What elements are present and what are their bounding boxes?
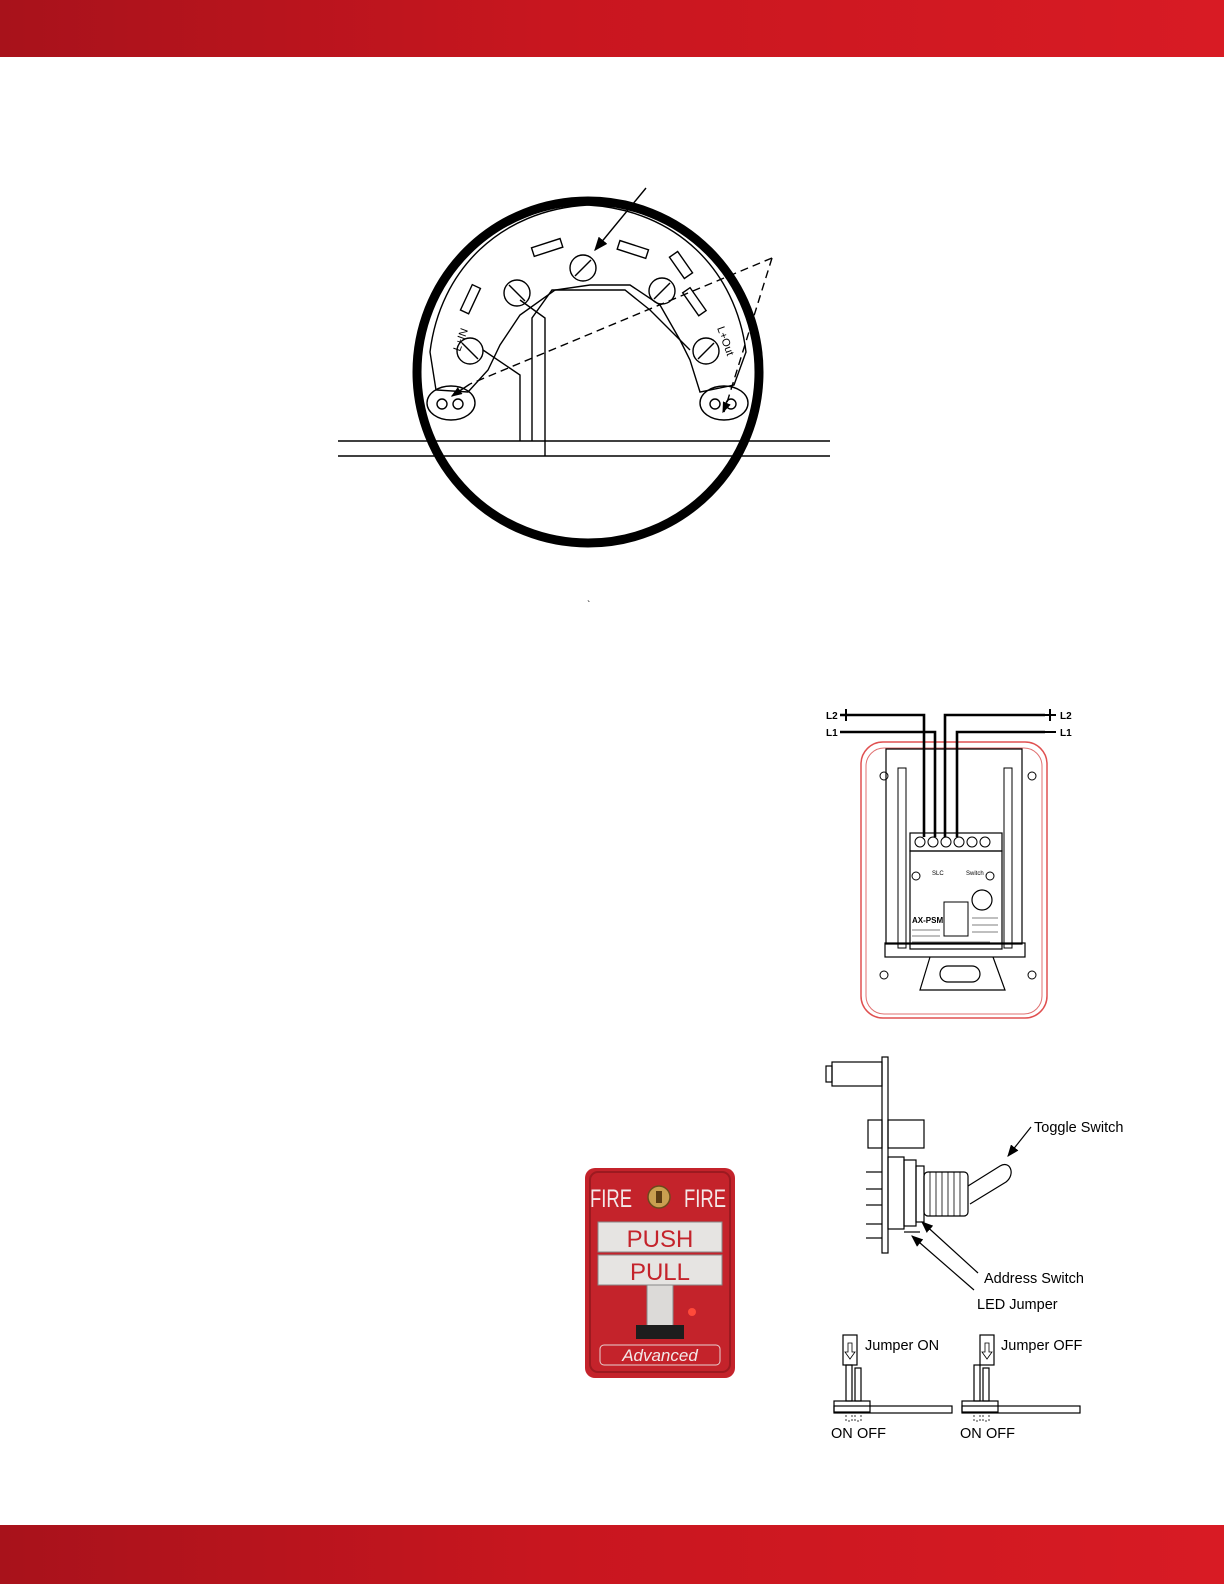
- detector-base-diagram: L+IN L+Out: [338, 188, 830, 543]
- jumper-on-pos-on: ON: [831, 1426, 853, 1442]
- jumper-off-label: Jumper OFF: [1001, 1338, 1083, 1354]
- terminal-label-l-out: L+Out: [714, 325, 736, 358]
- module-terminal-l2-right: L2: [1060, 711, 1072, 722]
- switch-side-view: Toggle Switch Address Switch LED Jumper: [826, 1057, 1123, 1313]
- manual-call-point: FIRE FIRE PUSH PULL Advanced: [585, 1168, 735, 1378]
- detector-outer-ring: [417, 201, 759, 543]
- detector-inner-base: [430, 205, 746, 392]
- module-red-outline: [861, 742, 1047, 1018]
- call-point-led: [688, 1308, 696, 1316]
- call-point-push: PUSH: [627, 1226, 694, 1253]
- mounting-oval-right: [700, 386, 748, 420]
- call-point-brand: Advanced: [621, 1346, 698, 1365]
- module-terminal-l1-right: L1: [1060, 728, 1072, 739]
- jumper-on-label: Jumper ON: [865, 1338, 939, 1354]
- jumper-on-diagram: Jumper ON ON OFF: [831, 1335, 952, 1442]
- call-point-pull-handle: [647, 1285, 673, 1330]
- toggle-switch-label: Toggle Switch: [1034, 1120, 1123, 1136]
- address-switch-label: Address Switch: [984, 1271, 1084, 1287]
- led-jumper-label: LED Jumper: [977, 1297, 1058, 1313]
- module-circuit-board: [910, 851, 1002, 949]
- module-wires: [840, 709, 1056, 837]
- module-terminal-l1-left: L1: [826, 728, 838, 739]
- module-marking-slc: SLC: [932, 871, 944, 877]
- jumper-on-pos-off: OFF: [857, 1426, 886, 1442]
- toggle-body: [924, 1172, 968, 1216]
- module-marking-switch: Switch: [966, 871, 984, 877]
- base-slots: [460, 239, 706, 316]
- jumper-off-diagram: Jumper OFF ON OFF: [960, 1335, 1083, 1442]
- wiring-lines: [338, 441, 830, 456]
- call-point-fire-left: FIRE: [590, 1185, 632, 1213]
- jumper-off-pos-off: OFF: [986, 1426, 1015, 1442]
- module-wiring-diagram: SLC Switch AX-PSM L2 L1 L2 L1: [826, 709, 1072, 1018]
- call-point-fire-right: FIRE: [684, 1185, 726, 1213]
- module-terminal-l2-left: L2: [826, 711, 838, 722]
- call-point-pull: PULL: [630, 1259, 690, 1286]
- toggle-lever: [968, 1165, 1011, 1204]
- stray-mark: `: [587, 599, 590, 611]
- inner-wire: [483, 290, 690, 456]
- module-model-label: AX-PSM: [912, 916, 943, 925]
- jumper-off-pos-on: ON: [960, 1426, 982, 1442]
